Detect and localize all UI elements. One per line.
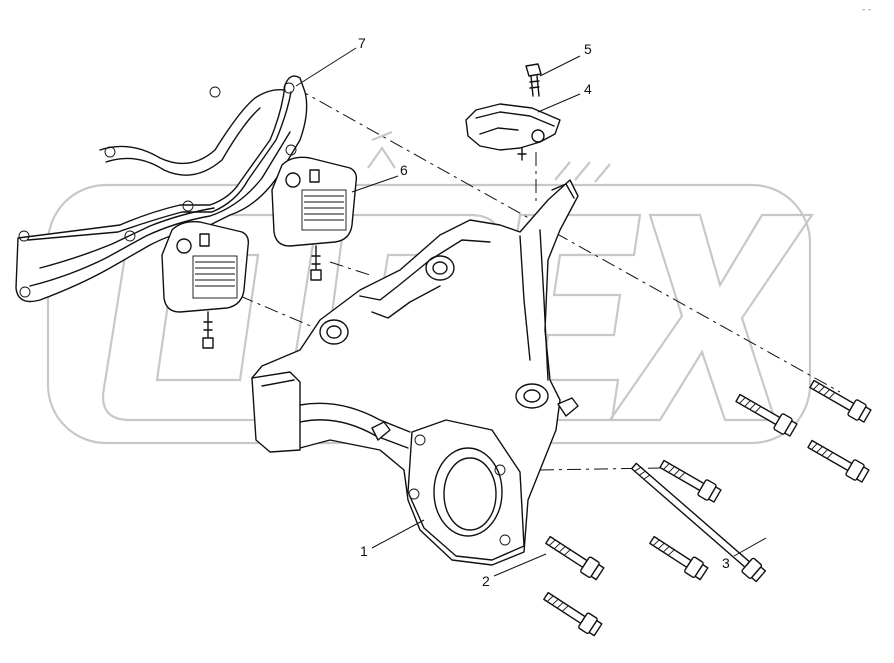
callout-5: 5 xyxy=(584,41,592,57)
sensor-part-6-lower xyxy=(161,220,250,349)
bolt-part-2-b xyxy=(543,591,603,637)
callout-6: 6 xyxy=(400,162,408,178)
callout-3: 3 xyxy=(722,555,730,571)
bolt-c xyxy=(659,459,722,503)
bolts-group xyxy=(543,379,872,637)
bolt-e xyxy=(809,379,872,423)
long-bolt-part-3 xyxy=(631,462,767,583)
callout-2: 2 xyxy=(482,573,490,589)
gasket-part-7 xyxy=(15,75,308,303)
bolt-b xyxy=(649,535,709,581)
bolt-part-5 xyxy=(525,63,542,97)
sensor-part-6-upper xyxy=(271,156,358,281)
corner-mark: - - xyxy=(862,5,871,15)
callout-1: 1 xyxy=(360,543,368,559)
callout-7: 7 xyxy=(358,35,366,51)
callout-4: 4 xyxy=(584,81,592,97)
intake-manifold-part-1 xyxy=(251,179,579,566)
bolt-part-2-a xyxy=(545,535,605,581)
bolt-f xyxy=(807,439,870,483)
leader-lines xyxy=(295,47,767,577)
pressure-sensor-part-4 xyxy=(465,103,561,161)
bolt-d xyxy=(735,393,798,437)
